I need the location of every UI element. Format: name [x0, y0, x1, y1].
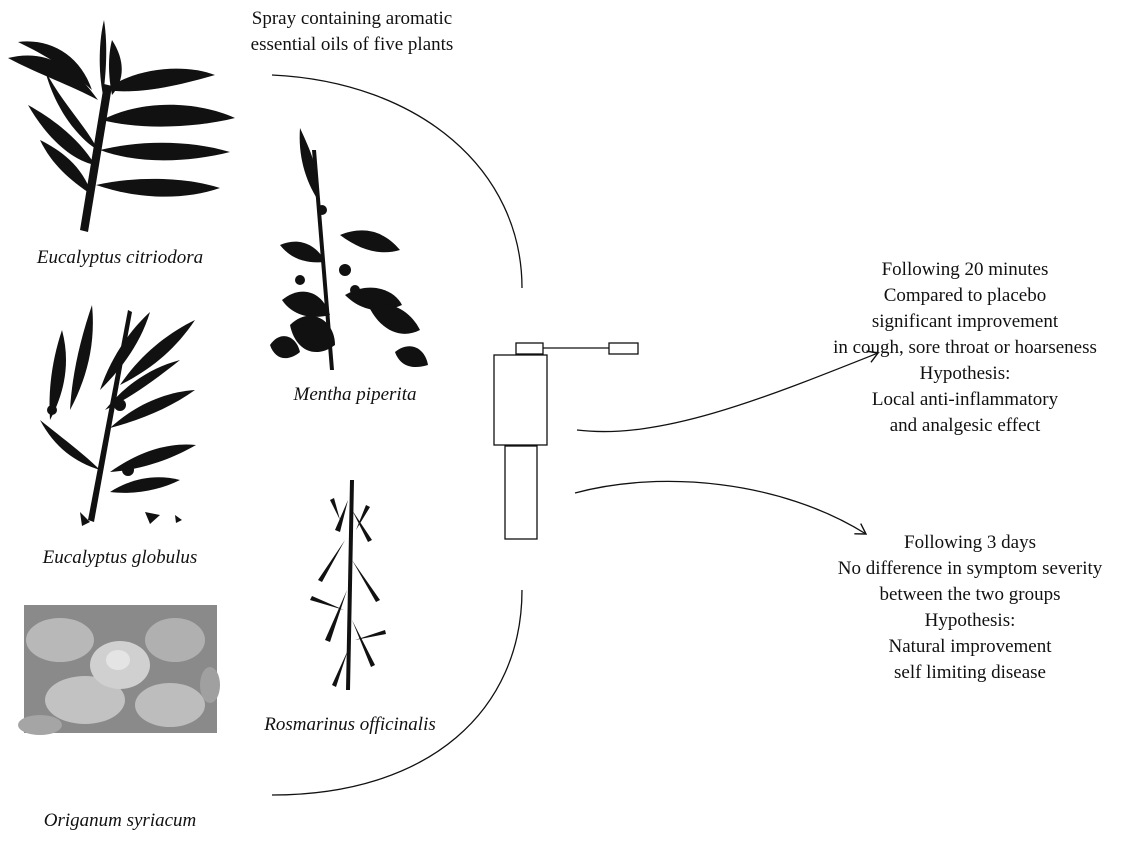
eucalyptus-citriodora-image: [8, 20, 235, 232]
outcome-20-line-4: in cough, sore throat or hoarseness: [800, 335, 1130, 361]
outcome-20-line-5: Hypothesis:: [800, 361, 1130, 387]
label-eucalyptus-citriodora: Eucalyptus citriodora: [20, 245, 220, 271]
outcome-3d-line-2: No difference in symptom severity: [815, 556, 1125, 582]
outcome-3-days: Following 3 days No difference in sympto…: [815, 530, 1125, 686]
outcome-3d-line-1: Following 3 days: [815, 530, 1125, 556]
label-eucalyptus-globulus: Eucalyptus globulus: [20, 545, 220, 571]
outcome-20-line-2: Compared to placebo: [800, 283, 1130, 309]
outcome-3d-line-5: Natural improvement: [815, 634, 1125, 660]
lower-bracket-arc: [272, 590, 522, 795]
outcome-20-minutes: Following 20 minutes Compared to placebo…: [800, 257, 1130, 439]
mentha-piperita-image: [270, 128, 428, 370]
eucalyptus-globulus-image: [40, 305, 196, 526]
outcome-3d-line-6: self limiting disease: [815, 660, 1125, 686]
rosmarinus-officinalis-image: [310, 480, 386, 690]
origanum-syriacum-image: [18, 605, 220, 735]
outcome-20-line-7: and analgesic effect: [800, 413, 1130, 439]
outcome-20-line-1: Following 20 minutes: [800, 257, 1130, 283]
outcome-20-line-6: Local anti-inflammatory: [800, 387, 1130, 413]
spray-device-icon: [494, 343, 638, 539]
arrow-3-days: [575, 481, 866, 534]
label-mentha-piperita: Mentha piperita: [255, 382, 455, 408]
outcome-20-line-3: significant improvement: [800, 309, 1130, 335]
label-rosmarinus-officinalis: Rosmarinus officinalis: [245, 712, 455, 738]
outcome-3d-line-3: between the two groups: [815, 582, 1125, 608]
label-origanum-syriacum: Origanum syriacum: [20, 808, 220, 834]
outcome-3d-line-4: Hypothesis:: [815, 608, 1125, 634]
